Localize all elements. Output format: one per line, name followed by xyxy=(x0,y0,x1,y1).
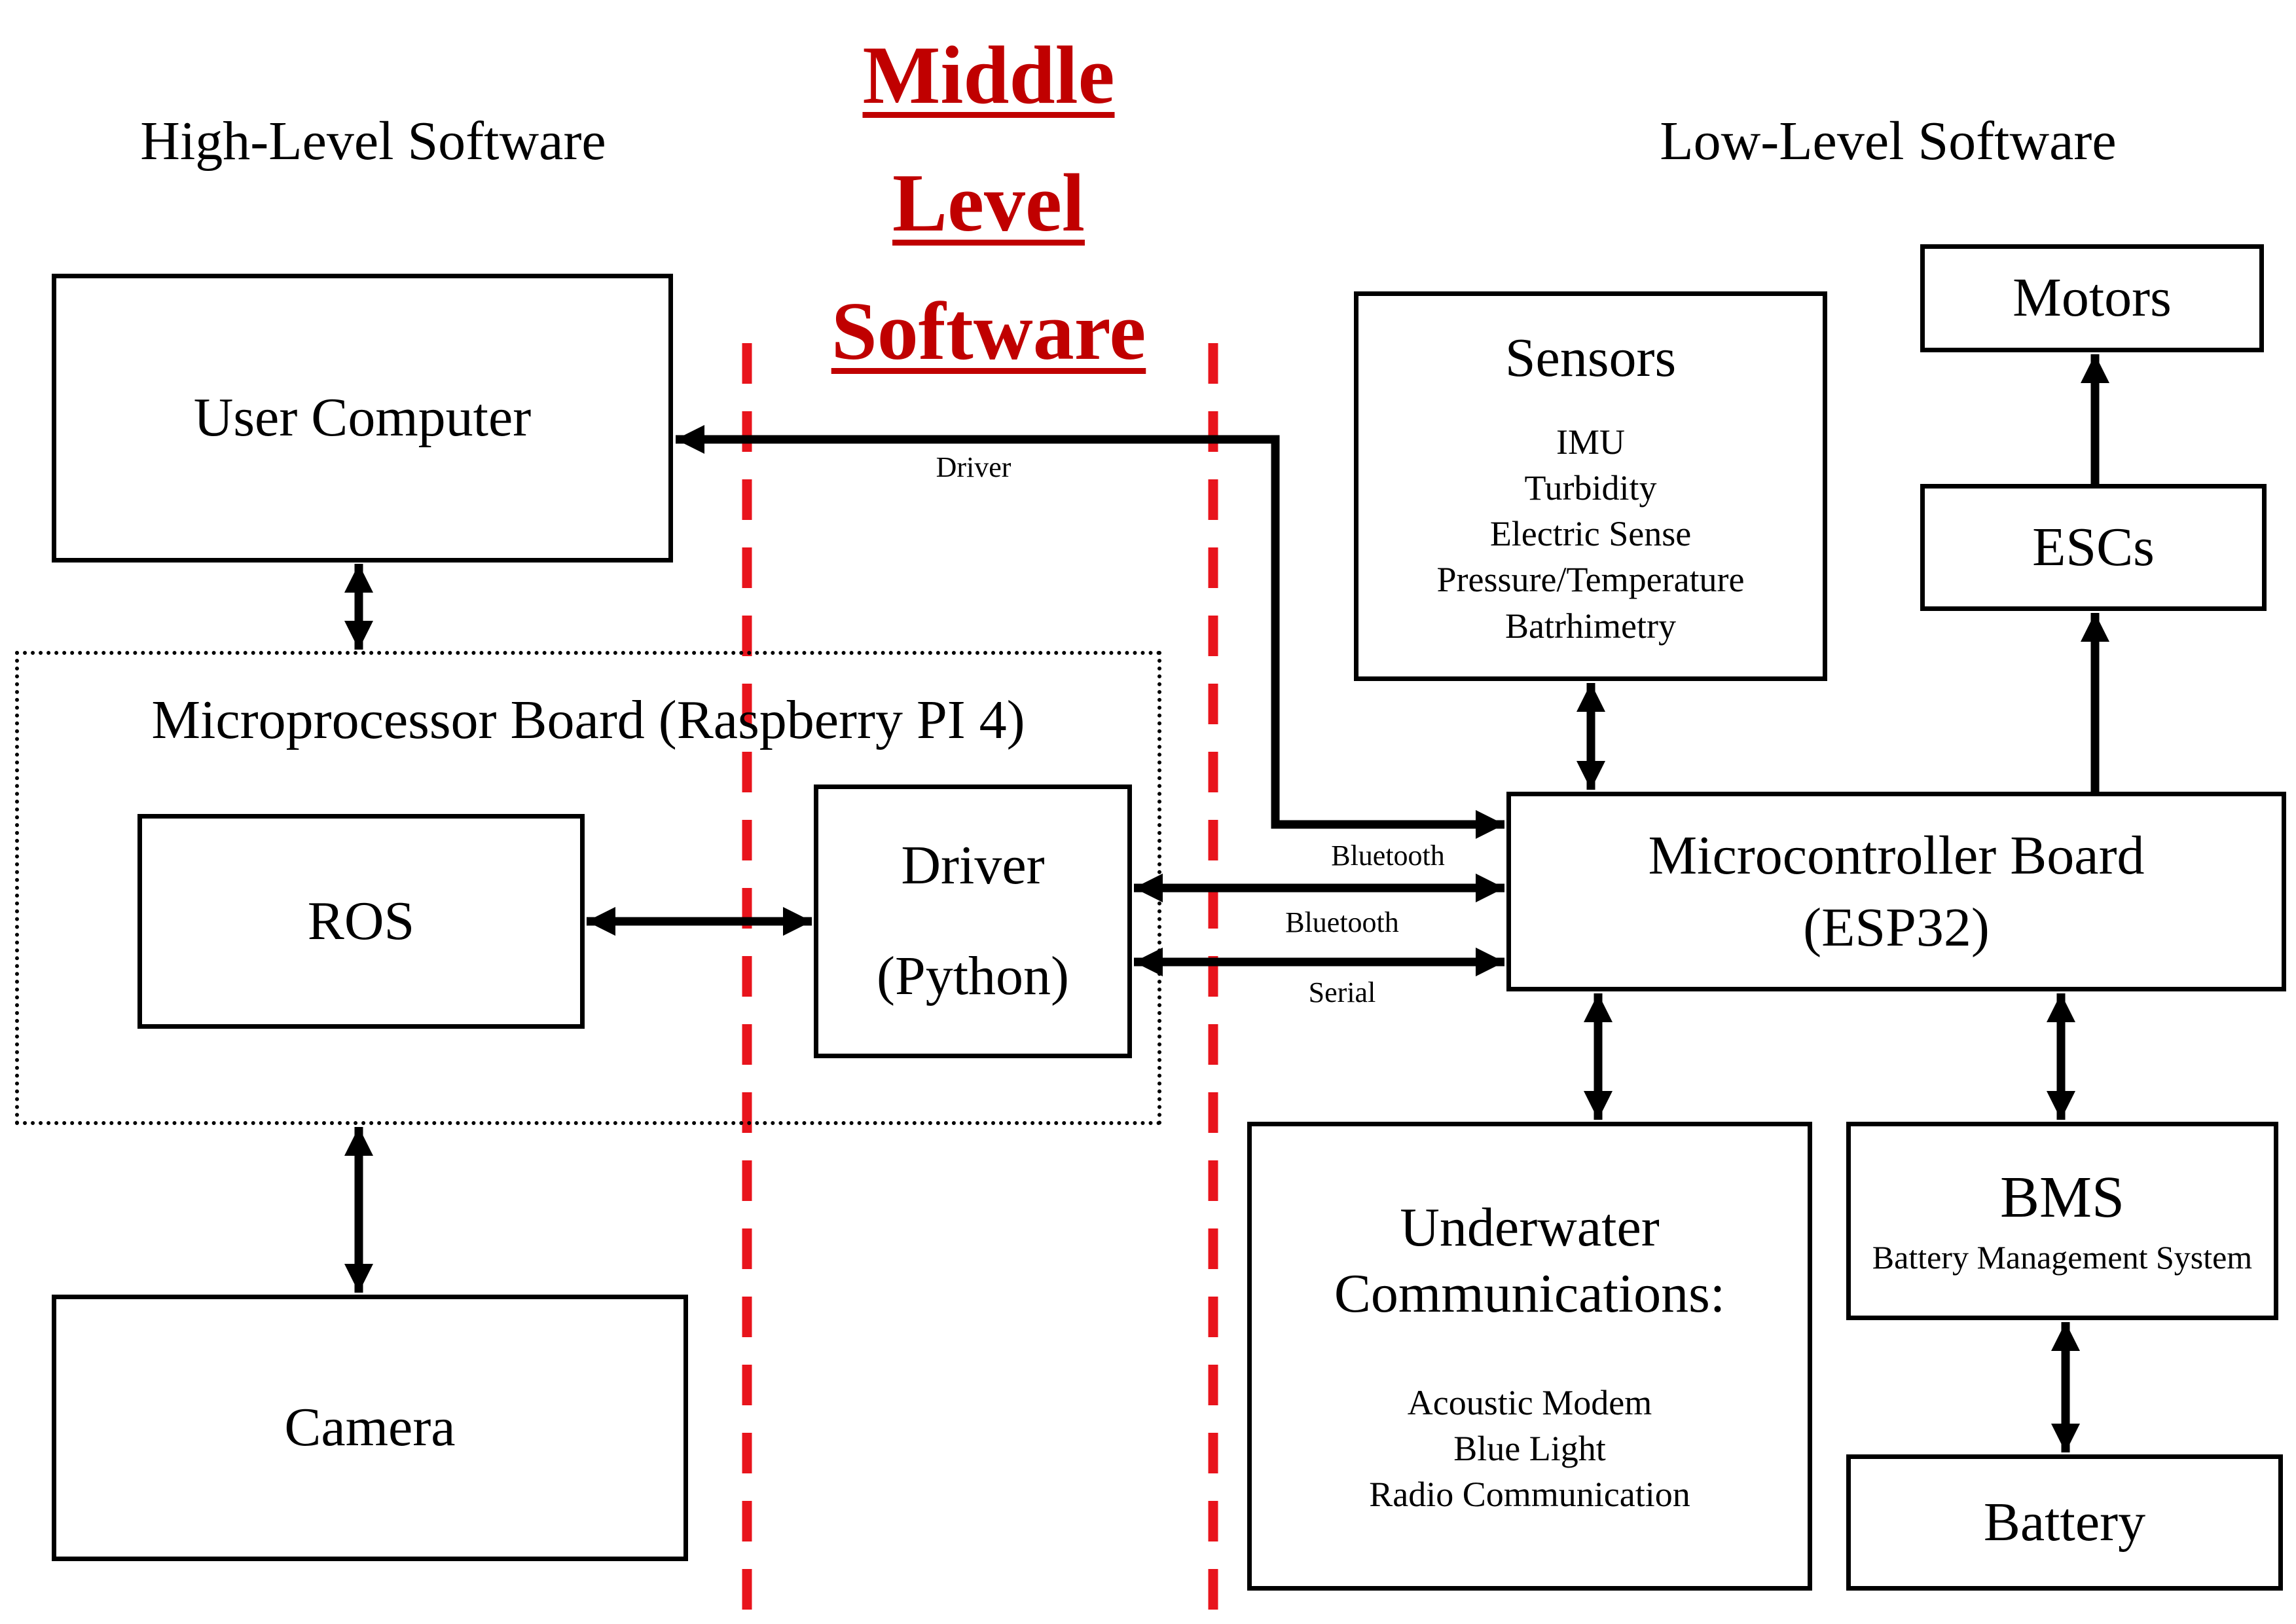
user-computer-box: User Computer xyxy=(52,274,673,563)
header-low-level-software: Low-Level Software xyxy=(1660,111,2117,172)
microcontroller-esp32-label: (ESP32) xyxy=(1803,896,1990,958)
middle-title-line-2: Level xyxy=(892,158,1085,249)
middle-title-line-1: Middle xyxy=(862,30,1115,121)
underwater-title-line-2: Communications: xyxy=(1334,1263,1726,1324)
python-label: (Python) xyxy=(877,945,1069,1006)
bms-box: BMS Battery Management System xyxy=(1846,1122,2278,1320)
underwater-title-line-1: Underwater xyxy=(1400,1197,1660,1258)
comm-item-acoustic-modem: Acoustic Modem xyxy=(1407,1382,1652,1422)
microprocessor-board-box: Microprocessor Board (Raspberry PI 4) xyxy=(15,651,1161,1125)
driver-python-box: Driver (Python) xyxy=(814,784,1132,1058)
underwater-communications-box: Underwater Communications: Acoustic Mode… xyxy=(1247,1122,1812,1591)
sensors-box: Sensors IMU Turbidity Electric Sense Pre… xyxy=(1354,291,1827,681)
arrow-driver-user-computer-microcontroller xyxy=(676,425,1504,839)
sensors-list: IMU Turbidity Electric Sense Pressure/Te… xyxy=(1436,419,1744,649)
camera-label: Camera xyxy=(284,1397,456,1458)
bms-subtitle: Battery Management System xyxy=(1872,1239,2253,1276)
user-computer-label: User Computer xyxy=(193,387,532,449)
driver-link-label: Driver xyxy=(936,451,1011,483)
sensor-item-electric-sense: Electric Sense xyxy=(1489,514,1692,554)
sensor-item-turbidity: Turbidity xyxy=(1524,468,1657,507)
battery-box: Battery xyxy=(1846,1454,2283,1591)
motors-box: Motors xyxy=(1920,244,2264,352)
underwater-list: Acoustic Modem Blue Light Radio Communic… xyxy=(1369,1380,1690,1518)
comm-item-radio-communication: Radio Communication xyxy=(1369,1474,1690,1514)
camera-box: Camera xyxy=(52,1295,688,1561)
microcontroller-board-label: Microcontroller Board xyxy=(1648,825,2145,887)
bms-title: BMS xyxy=(1999,1165,2125,1230)
sensor-item-batrhimetry: Batrhimetry xyxy=(1505,606,1676,646)
bluetooth-link-label-2: Bluetooth xyxy=(1285,906,1399,938)
bluetooth-link-label-1: Bluetooth xyxy=(1331,840,1445,872)
sensor-item-pressure-temperature: Pressure/Temperature xyxy=(1436,560,1745,600)
driver-label: Driver xyxy=(901,835,1045,896)
serial-link-label: Serial xyxy=(1308,976,1376,1008)
escs-box: ESCs xyxy=(1920,484,2267,611)
sensor-item-imu: IMU xyxy=(1556,422,1625,462)
microcontroller-board-box: Microcontroller Board (ESP32) xyxy=(1506,792,2286,991)
motors-label: Motors xyxy=(2013,267,2172,329)
comm-item-blue-light: Blue Light xyxy=(1453,1428,1606,1468)
ros-box: ROS xyxy=(137,814,585,1029)
header-middle-level-software: Middle Level Software xyxy=(723,12,1254,396)
middle-title-line-3: Software xyxy=(831,286,1146,377)
header-high-level-software: High-Level Software xyxy=(140,111,606,172)
microprocessor-board-label: Microprocessor Board (Raspberry PI 4) xyxy=(151,690,1025,750)
battery-label: Battery xyxy=(1983,1491,2146,1553)
sensors-title: Sensors xyxy=(1504,327,1677,388)
escs-label: ESCs xyxy=(2032,516,2155,578)
ros-label: ROS xyxy=(307,890,415,951)
